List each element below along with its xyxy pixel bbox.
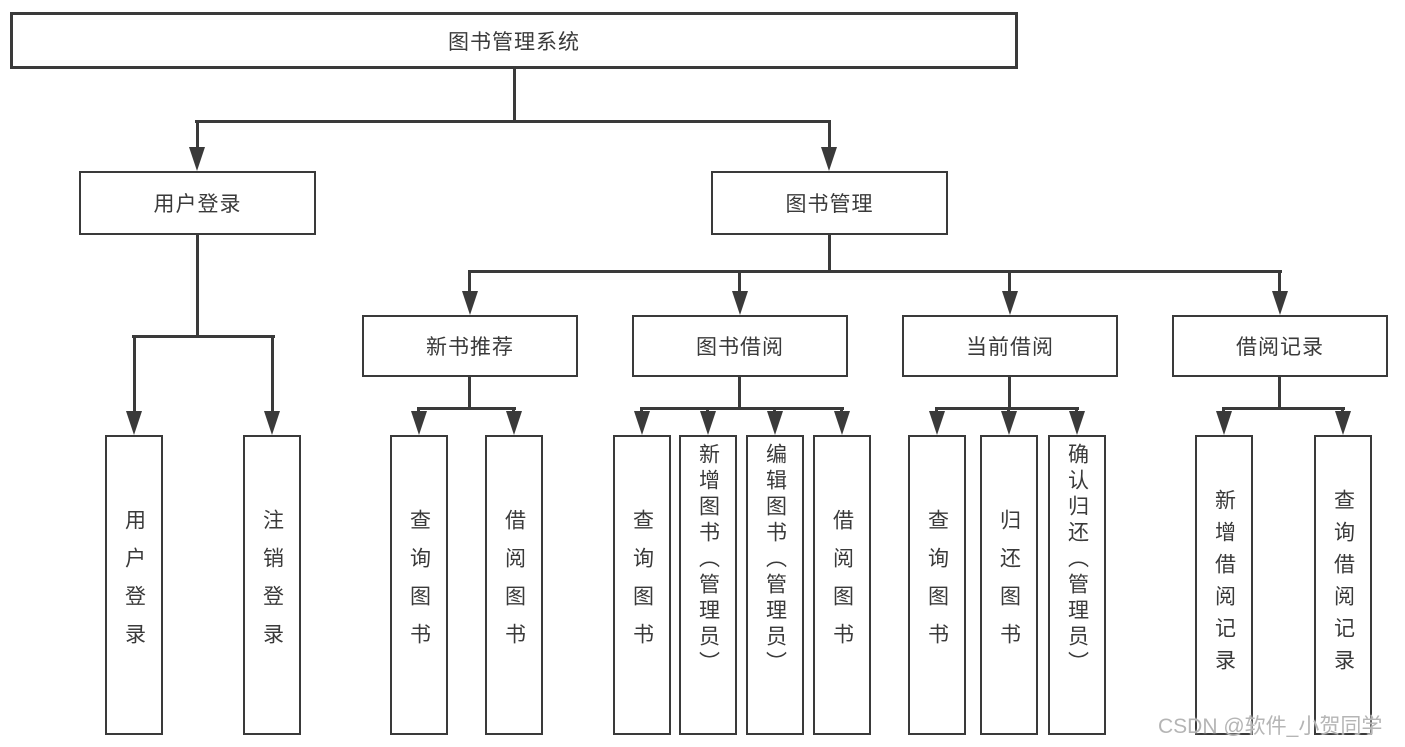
arrowhead-leaf-add-book: [700, 411, 716, 435]
leaf-user-login-label: 用户登录: [122, 509, 146, 661]
leaf-edit-book-admin-label: 编辑图书（管理员）: [763, 443, 787, 677]
arrowhead-user-login: [189, 147, 205, 171]
connector-ul-rail: [132, 335, 275, 338]
node-user-login-label: 用户登录: [153, 193, 242, 216]
connector-bm-drop-2: [738, 270, 741, 294]
leaf-edit-book-admin: 编辑图书（管理员）: [746, 435, 804, 735]
leaf-query-books-borrow: 查询图书: [613, 435, 671, 735]
leaf-query-borrow-record: 查询借阅记录: [1314, 435, 1372, 735]
arrowhead-leaf-return-books: [1001, 411, 1017, 435]
arrowhead-new-book-recommendation: [462, 291, 478, 315]
node-book-management-label: 图书管理: [785, 193, 874, 216]
leaf-add-book-admin-label: 新增图书（管理员）: [696, 443, 720, 677]
node-borrowing-records-label: 借阅记录: [1236, 336, 1324, 359]
arrowhead-leaf-query-borrow-record: [1335, 411, 1351, 435]
arrowhead-leaf-borrow-books-recommend: [506, 411, 522, 435]
leaf-borrow-books-borrow: 借阅图书: [813, 435, 871, 735]
node-library-system: 图书管理系统: [10, 12, 1018, 69]
leaf-query-books-borrow-label: 查询图书: [630, 509, 654, 661]
leaf-return-books: 归还图书: [980, 435, 1038, 735]
connector-cb-stem: [1008, 377, 1011, 409]
arrowhead-leaf-query-books-borrow: [634, 411, 650, 435]
arrowhead-book-management: [821, 147, 837, 171]
connector-bm-drop-1: [468, 270, 471, 294]
arrowhead-current-borrowing: [1002, 291, 1018, 315]
leaf-confirm-return-admin-label: 确认归还（管理员）: [1065, 443, 1089, 677]
connector-ul-drop-2: [271, 335, 274, 415]
leaf-borrow-books-recommend: 借阅图书: [485, 435, 543, 735]
connector-bb-stem: [738, 377, 741, 409]
node-user-login: 用户登录: [79, 171, 316, 235]
connector-root-drop-left: [196, 120, 199, 152]
arrowhead-leaf-query-books-recommend: [411, 411, 427, 435]
node-book-management: 图书管理: [711, 171, 948, 235]
leaf-logout-label: 注销登录: [260, 509, 284, 661]
leaf-confirm-return-admin: 确认归还（管理员）: [1048, 435, 1106, 735]
connector-br-rail: [1222, 407, 1345, 410]
connector-bm-stem: [828, 234, 831, 272]
leaf-add-borrow-record-label: 新增借阅记录: [1212, 489, 1236, 681]
leaf-query-borrow-record-label: 查询借阅记录: [1331, 489, 1355, 681]
connector-bb-rail: [640, 407, 844, 410]
connector-bm-drop-3: [1008, 270, 1011, 294]
connector-bm-rail: [468, 270, 1282, 273]
connector-nb-stem: [468, 377, 471, 409]
arrowhead-leaf-logout: [264, 411, 280, 435]
node-library-system-label: 图书管理系统: [448, 30, 580, 54]
watermark: CSDN @软件_小贺同学: [1158, 715, 1383, 738]
node-current-borrowing-label: 当前借阅: [966, 336, 1054, 359]
leaf-query-books-current-label: 查询图书: [925, 509, 949, 661]
leaf-query-books-recommend: 查询图书: [390, 435, 448, 735]
leaf-logout: 注销登录: [243, 435, 301, 735]
connector-root-stem: [513, 69, 516, 121]
node-borrowing-records: 借阅记录: [1172, 315, 1388, 377]
arrowhead-leaf-query-books-current: [929, 411, 945, 435]
node-book-borrowing-label: 图书借阅: [696, 336, 784, 359]
arrowhead-leaf-edit-book: [767, 411, 783, 435]
leaf-add-book-admin: 新增图书（管理员）: [679, 435, 737, 735]
leaf-borrow-books-borrow-label: 借阅图书: [830, 509, 854, 661]
arrowhead-leaf-confirm-return: [1069, 411, 1085, 435]
connector-bm-drop-4: [1278, 270, 1281, 294]
connector-nb-rail: [417, 407, 516, 410]
arrowhead-leaf-borrow-books-borrow: [834, 411, 850, 435]
leaf-return-books-label: 归还图书: [997, 509, 1021, 661]
arrowhead-borrowing-records: [1272, 291, 1288, 315]
connector-ul-stem: [196, 234, 199, 337]
arrowhead-leaf-user-login: [126, 411, 142, 435]
node-new-book-recommendation-label: 新书推荐: [426, 336, 514, 359]
connector-br-stem: [1278, 377, 1281, 409]
node-book-borrowing: 图书借阅: [632, 315, 848, 377]
connector-root-rail: [195, 120, 831, 123]
node-current-borrowing: 当前借阅: [902, 315, 1118, 377]
connector-root-drop-right: [828, 120, 831, 152]
arrowhead-leaf-add-borrow-record: [1216, 411, 1232, 435]
leaf-add-borrow-record: 新增借阅记录: [1195, 435, 1253, 735]
connector-ul-drop-1: [133, 335, 136, 415]
leaf-query-books-recommend-label: 查询图书: [407, 509, 431, 661]
leaf-query-books-current: 查询图书: [908, 435, 966, 735]
leaf-user-login: 用户登录: [105, 435, 163, 735]
arrowhead-book-borrowing: [732, 291, 748, 315]
leaf-borrow-books-recommend-label: 借阅图书: [502, 509, 526, 661]
node-new-book-recommendation: 新书推荐: [362, 315, 578, 377]
